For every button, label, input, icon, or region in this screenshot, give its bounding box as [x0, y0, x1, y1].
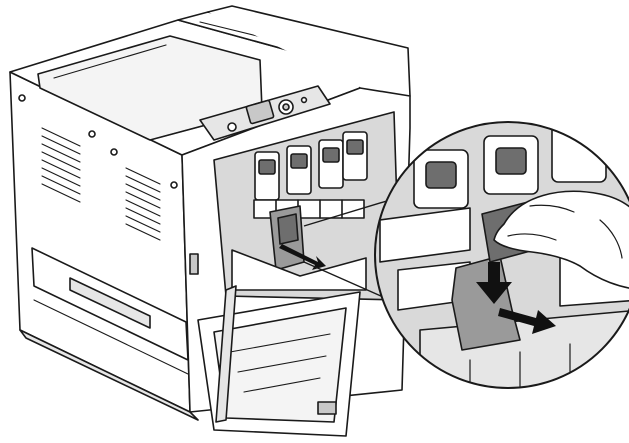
- zoom-frame: [379, 207, 471, 263]
- screw-hole: [170, 181, 178, 189]
- screw-hole: [18, 94, 26, 102]
- transfer-unit: [231, 249, 367, 291]
- side-vents-upper: [41, 127, 81, 203]
- side-latch: [189, 253, 199, 275]
- printer-base: [19, 329, 199, 421]
- printer-body: [9, 5, 411, 437]
- arrow-down-icon: [476, 262, 512, 304]
- panel-light: [300, 96, 308, 104]
- screw-hole: [110, 148, 118, 156]
- nav-button-icon: [282, 103, 290, 111]
- door-latch: [317, 401, 337, 415]
- arrow-out-zoom-icon: [498, 308, 556, 334]
- power-button-icon: [227, 122, 237, 132]
- waste-container-grip: [277, 213, 299, 245]
- hand-illustration: [493, 190, 629, 291]
- door-rib: [229, 333, 331, 393]
- cassette-seam: [33, 299, 189, 375]
- arrow-out-icon: [279, 244, 326, 270]
- callout-leader: [303, 199, 391, 301]
- zoom-circle-border: [374, 121, 629, 389]
- door-strap: [215, 285, 237, 423]
- screw-hole: [88, 130, 96, 138]
- zoom-callout: [303, 121, 629, 389]
- cassette-handle: [69, 277, 151, 329]
- output-tray-edge: [53, 44, 167, 79]
- side-vents-lower: [125, 167, 161, 241]
- lcd-screen: [245, 99, 275, 125]
- toner-row: [253, 131, 368, 219]
